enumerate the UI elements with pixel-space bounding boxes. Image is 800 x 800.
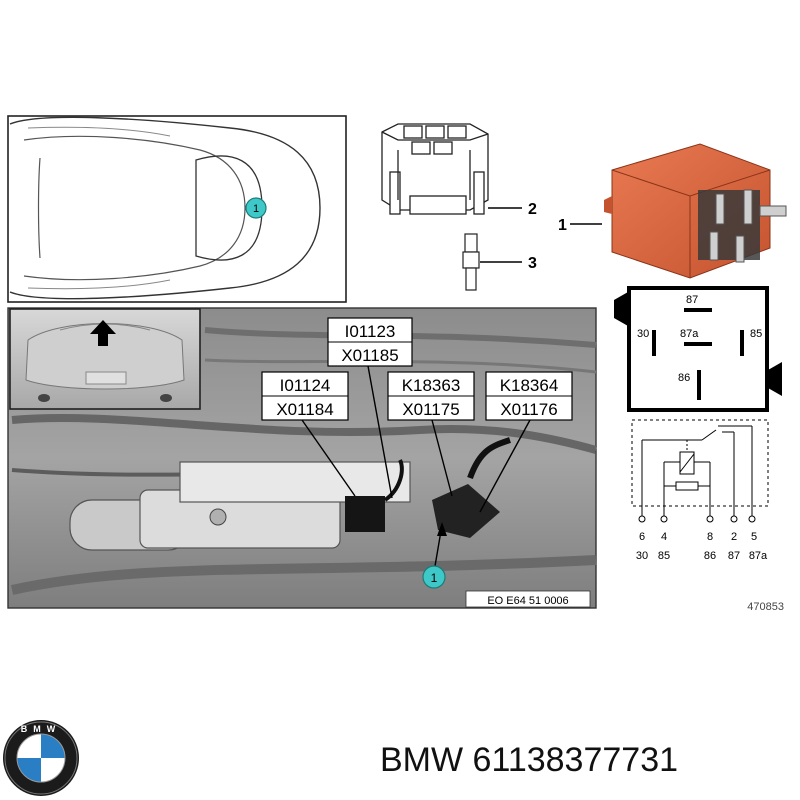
svg-text:BMW: BMW <box>21 724 62 734</box>
photo-label-2: I01124 X01184 <box>261 371 349 421</box>
svg-text:X01184: X01184 <box>276 400 333 419</box>
svg-text:8: 8 <box>707 531 713 543</box>
location-badge-plan <box>245 197 267 219</box>
schematic-pin-labels: 6 4 8 2 5 30 85 86 87 87a <box>636 531 768 562</box>
svg-text:5: 5 <box>751 531 757 543</box>
up-arrow-icon <box>90 320 116 346</box>
brand-part-number: BMW 61138377731 <box>380 741 679 779</box>
plan-badge-label: 1 <box>253 203 259 215</box>
svg-text:30: 30 <box>636 550 648 562</box>
svg-text:85: 85 <box>750 328 762 340</box>
relay-callout: 1 <box>558 217 567 234</box>
rear-car-inset <box>9 308 201 410</box>
photo-label-1: I01123 X01185 <box>327 317 413 367</box>
svg-text:87a: 87a <box>749 550 768 562</box>
photo-badge-label: 1 <box>431 571 438 585</box>
svg-text:K18363: K18363 <box>402 376 461 395</box>
bmw-logo: BMW <box>3 720 79 796</box>
svg-text:30: 30 <box>637 328 649 340</box>
svg-text:X01175: X01175 <box>402 400 459 419</box>
photo-caption: EO E64 51 0006 <box>487 595 568 607</box>
relay-pin-layout: 87 30 87a 85 86 <box>614 286 782 412</box>
svg-text:6: 6 <box>639 531 645 543</box>
car-plan-view: 1 <box>7 115 347 303</box>
svg-text:X01176: X01176 <box>500 400 557 419</box>
svg-text:2: 2 <box>731 531 737 543</box>
photo-label-4: K18364 X01176 <box>485 371 573 421</box>
svg-text:I01124: I01124 <box>280 376 331 395</box>
svg-text:87: 87 <box>728 550 740 562</box>
reference-number: 470853 <box>747 601 784 613</box>
relay-socket <box>381 123 489 215</box>
svg-text:85: 85 <box>658 550 670 562</box>
photo-label-3: K18363 X01175 <box>387 371 475 421</box>
terminal-callout: 3 <box>528 255 537 272</box>
orange-relay <box>604 143 787 279</box>
svg-text:86: 86 <box>678 372 690 384</box>
svg-text:I01123: I01123 <box>345 322 396 341</box>
location-badge-photo <box>422 565 446 589</box>
relay-terminal <box>462 233 480 291</box>
svg-text:87a: 87a <box>680 328 699 340</box>
svg-text:87: 87 <box>686 294 698 306</box>
svg-text:4: 4 <box>661 531 667 543</box>
svg-text:86: 86 <box>704 550 716 562</box>
svg-text:K18364: K18364 <box>500 376 559 395</box>
relay-schematic <box>631 419 769 523</box>
svg-text:X01185: X01185 <box>341 346 398 365</box>
socket-callout: 2 <box>528 201 537 218</box>
